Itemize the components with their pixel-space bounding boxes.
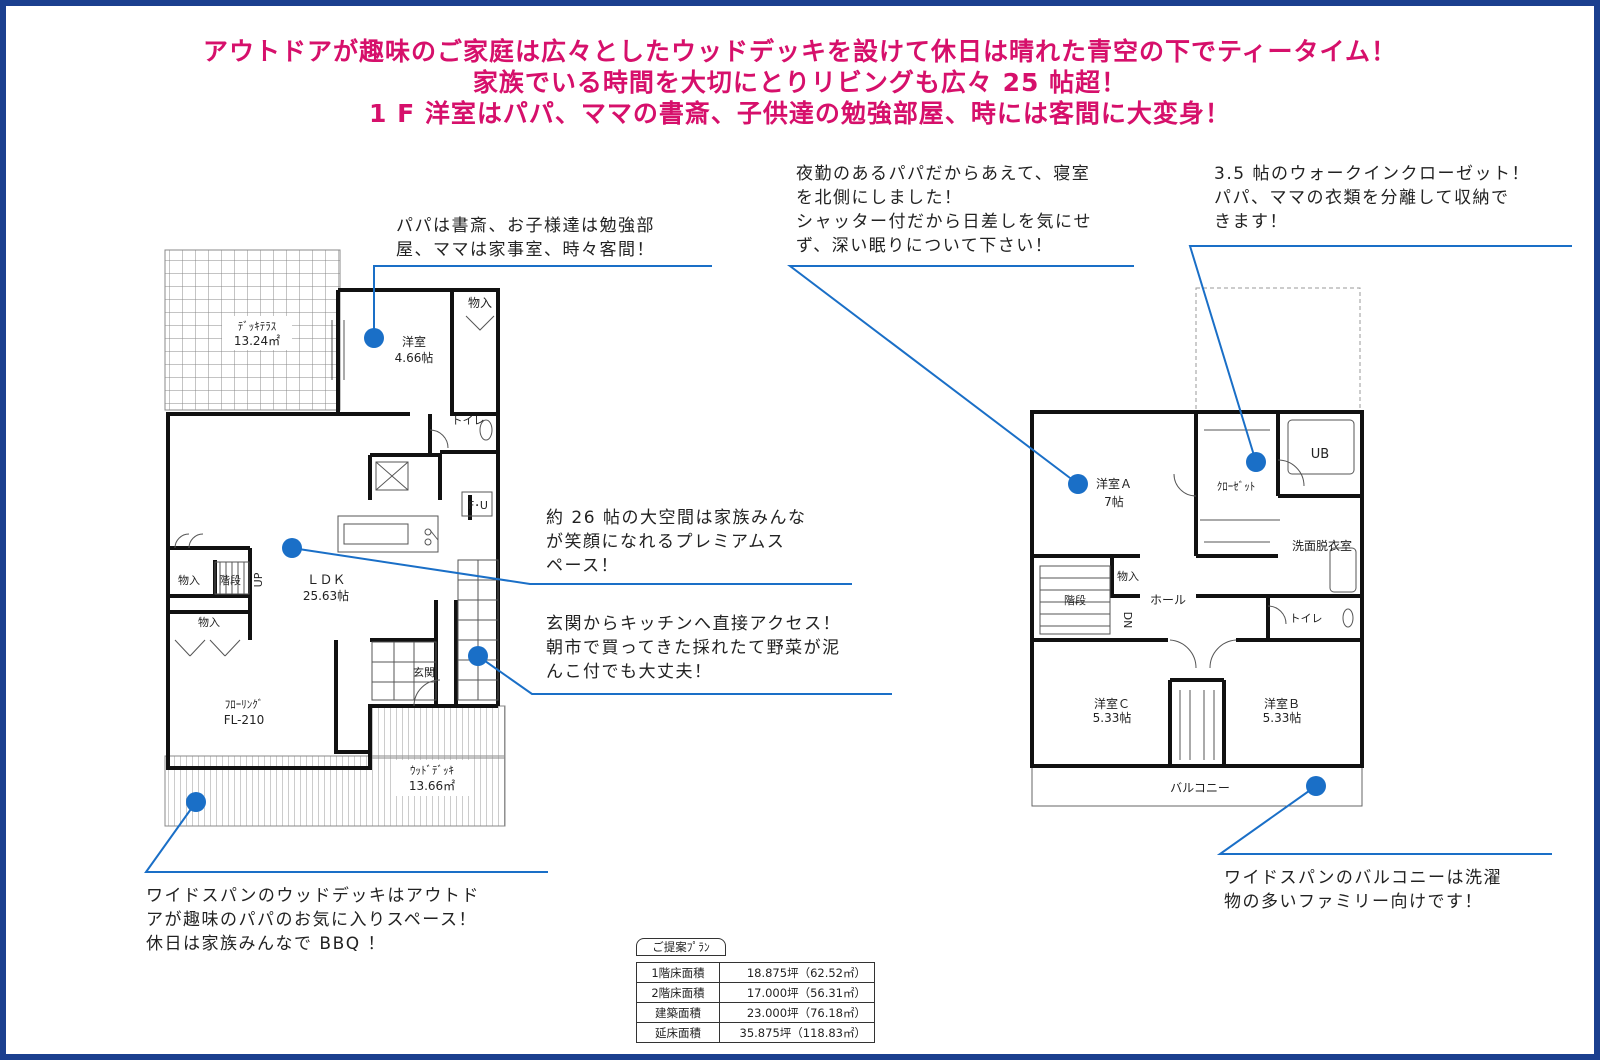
callout-deck: ワイドスパンのウッドデッキはアウトド アが趣味のパパのお気に入りスペース！ 休日…: [146, 886, 480, 954]
callout-ldk: 約 26 帖の大空間は家族みんな が笑顔になれるプレミアムス ペース！: [546, 508, 807, 576]
room-c-label: 洋室Ｃ: [1094, 696, 1130, 711]
hall-label: ホール: [1150, 593, 1186, 607]
walls-2f: [1030, 410, 1364, 768]
monoire-left-label: 物入: [178, 573, 200, 587]
room-b-size: 5.33帖: [1263, 710, 1302, 725]
roof-outline: [1195, 287, 1361, 413]
wood-deck-area: 13.66㎡: [409, 779, 455, 793]
monoire-mid-label: 物入: [198, 615, 220, 629]
pointer-lines: [144, 245, 1572, 873]
ldk-size: 25.63帖: [303, 588, 349, 603]
callout-entrance: 玄関からキッチンへ直接アクセス！ 朝市で買ってきた採れたて野菜が泥 んこ付でも大…: [546, 614, 842, 682]
callout-closet: 3.5 帖のウォークインクローゼット！ パパ、ママの衣類を分離して収納で きます…: [1214, 164, 1530, 232]
headline: アウトドアが趣味のご家庭は広々としたウッドデッキを設けて休日は晴れた青空の下でテ…: [0, 36, 1600, 129]
plan-1f: ﾃﾞｯｷﾃﾗｽ 13.24㎡ ｳｯﾄﾞﾃﾞｯｷ 13.66㎡: [164, 249, 506, 827]
pointer-dot-bedroom: [1068, 474, 1088, 494]
pointer-dot-entrance: [468, 646, 488, 666]
ldk-label: ＬＤＫ: [306, 573, 345, 588]
up-label: UP: [252, 572, 265, 587]
plan-tag: ご提案ﾌﾟﾗﾝ: [636, 938, 726, 956]
stairs-2f-label: 階段: [1064, 593, 1086, 607]
headline-line-1: アウトドアが趣味のご家庭は広々としたウッドデッキを設けて休日は晴れた青空の下でテ…: [202, 37, 1397, 66]
youshitsu-size: 4.66帖: [395, 350, 434, 365]
pointer-dots: [186, 328, 1326, 812]
callout-bedroom: 夜勤のあるパパだからあえて、寝室 を北側にしました！ シャッター付だから日差しを…: [796, 164, 1092, 256]
room-a-size: 7帖: [1104, 494, 1124, 509]
dn-label: DN: [1121, 612, 1134, 629]
fu-label: F･U: [468, 499, 488, 512]
balcony-label: バルコニー: [1170, 781, 1230, 795]
toilet-2f-label: トイレ: [1290, 612, 1323, 625]
pointer-dot-ldk: [282, 538, 302, 558]
youshitsu-label: 洋室: [402, 334, 426, 349]
room-c-size: 5.33帖: [1093, 710, 1132, 725]
pointer-dot-balcony: [1306, 776, 1326, 796]
terrace-area: 13.24㎡: [234, 334, 280, 348]
closet-label: ｸﾛｰｾﾞｯﾄ: [1217, 480, 1256, 493]
room-b-label: 洋室Ｂ: [1264, 696, 1300, 711]
stairs-1f-label: 階段: [219, 573, 241, 587]
pointer-dot-deck: [186, 792, 206, 812]
wood-deck-label: ｳｯﾄﾞﾃﾞｯｷ: [410, 764, 454, 777]
terrace-label: ﾃﾞｯｷﾃﾗｽ: [238, 320, 277, 333]
pointer-dot-closet: [1246, 452, 1266, 472]
flooring-label: ﾌﾛｰﾘﾝｸﾞ: [225, 698, 264, 711]
plan-2f: UB 洋室Ａ 7帖 ｸﾛｰｾﾞｯﾄ 洗面脱衣室 物入 階段 ホール DN トイレ…: [1030, 287, 1364, 807]
washroom-label: 洗面脱衣室: [1292, 538, 1352, 553]
entrance-label: 玄関: [413, 665, 435, 679]
monoire-2f-label: 物入: [1117, 569, 1139, 583]
pointer-dot-study: [364, 328, 384, 348]
ub-label: UB: [1311, 447, 1329, 462]
toilet-1f-label: トイレ: [452, 414, 485, 427]
headline-line-3: 1 F 洋室はパパ、ママの書斎、子供達の勉強部屋、時には客間に大変身！: [369, 99, 1231, 128]
room-a-label: 洋室Ａ: [1096, 476, 1132, 491]
headline-line-2: 家族でいる時間を大切にとりリビングも広々 25 帖超！: [472, 68, 1128, 97]
callout-balcony: ワイドスパンのバルコニーは洗濯 物の多いファミリー向けです！: [1224, 868, 1503, 912]
flooring-code: FL-210: [224, 713, 265, 727]
callout-study: パパは書斎、お子様達は勉強部 屋、ママは家事室、時々客間！: [396, 216, 655, 260]
monoire-top-label: 物入: [468, 296, 492, 310]
